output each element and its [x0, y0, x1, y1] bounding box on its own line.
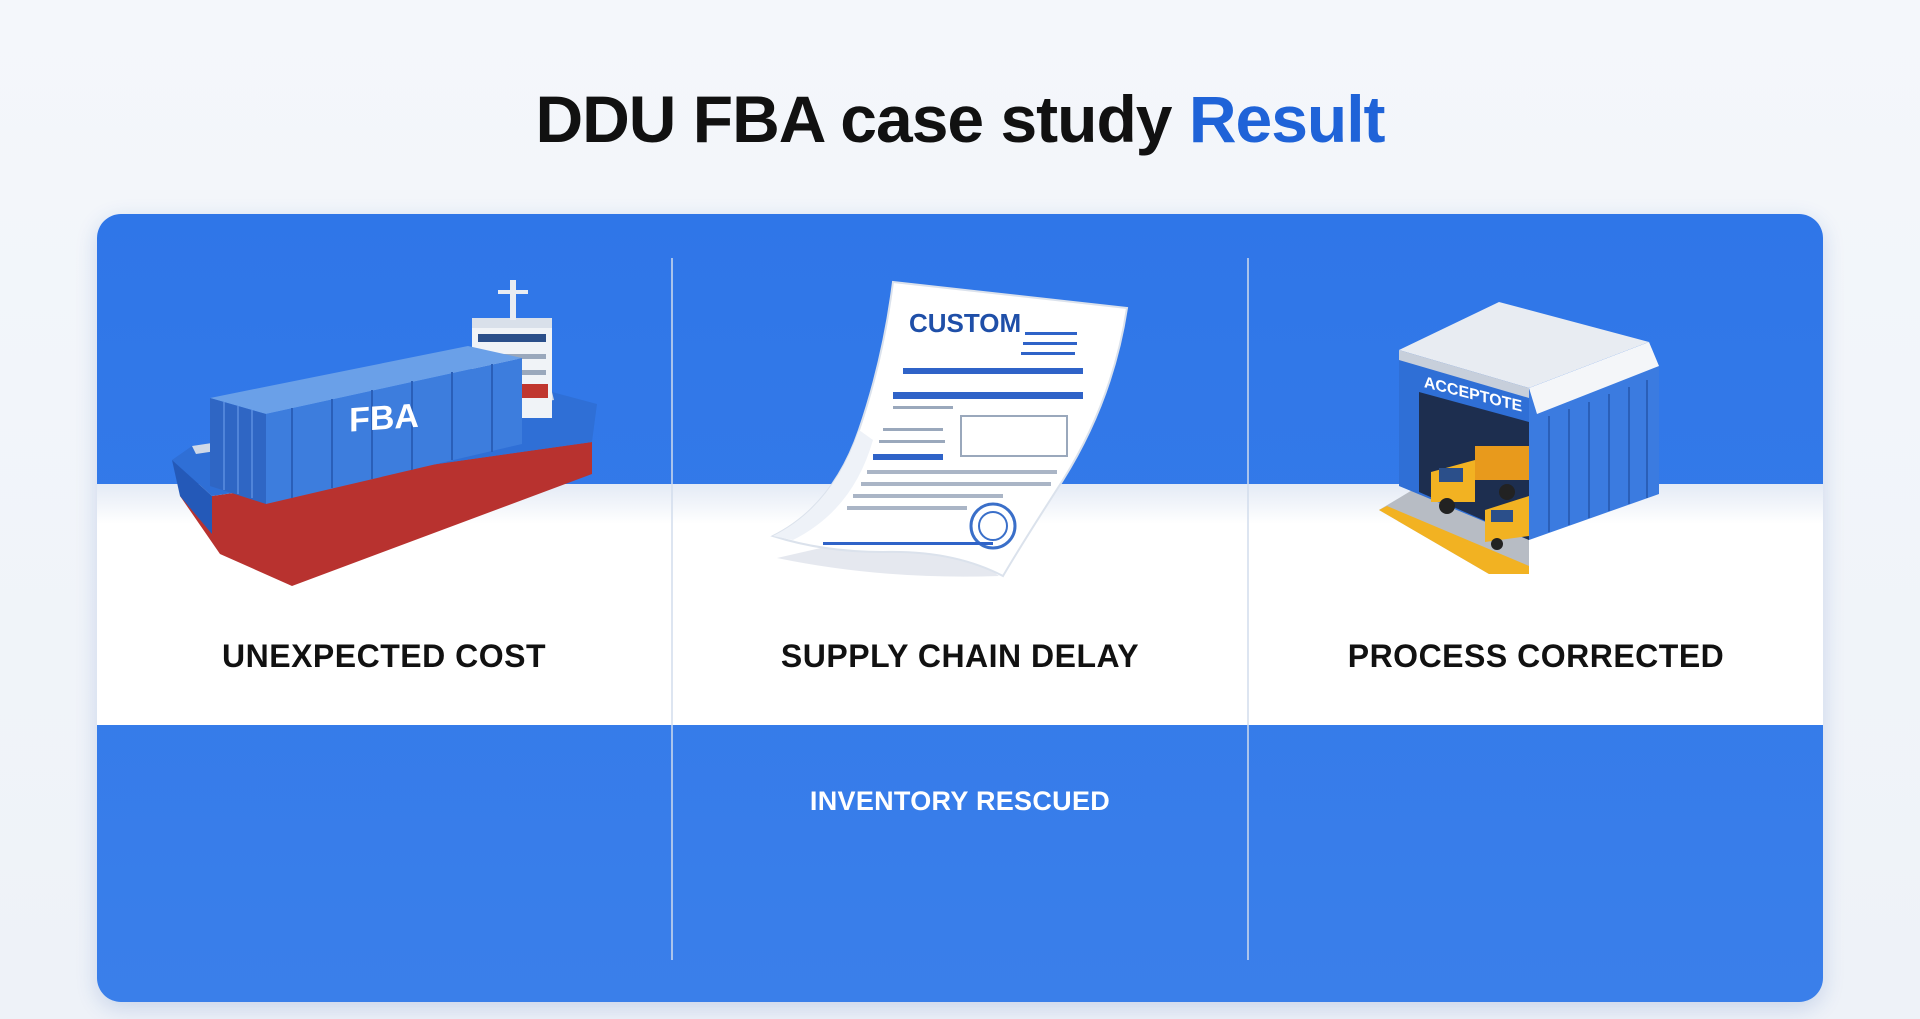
label-inventory-rescued: INVENTORY RESCUED — [809, 786, 1111, 816]
column-process-corrected: ACCEPTOTE PROCESS CORRECTED — [1249, 214, 1823, 1002]
page-title: DDU FBA case study Result — [0, 78, 1920, 160]
label-unexpected-cost: UNEXPECTED COST — [222, 638, 546, 674]
column-divider — [671, 258, 673, 960]
column-divider — [1247, 258, 1249, 960]
document-title: CUSTOM — [909, 308, 1021, 338]
customs-document-icon: CUSTOM — [770, 280, 1129, 578]
title-accent: Result — [1188, 82, 1386, 156]
container-ship-icon: FBA — [172, 280, 597, 586]
label-process-corrected: PROCESS CORRECTED — [1347, 638, 1725, 674]
label-supply-chain-delay: SUPPLY CHAIN DELAY — [780, 638, 1140, 674]
container-text: FBA — [349, 397, 419, 440]
warehouse-icon: ACCEPTOTE — [1379, 302, 1659, 574]
results-panel: FBA UNEXPECTED COST CUSTOM — [97, 214, 1823, 1002]
column-supply-chain-delay: CUSTOM SUPPLY CHAIN DELAY — [673, 214, 1247, 1002]
title-main: DDU FBA case study — [535, 82, 1172, 156]
column-unexpected-cost: FBA UNEXPECTED COST — [97, 214, 671, 1002]
